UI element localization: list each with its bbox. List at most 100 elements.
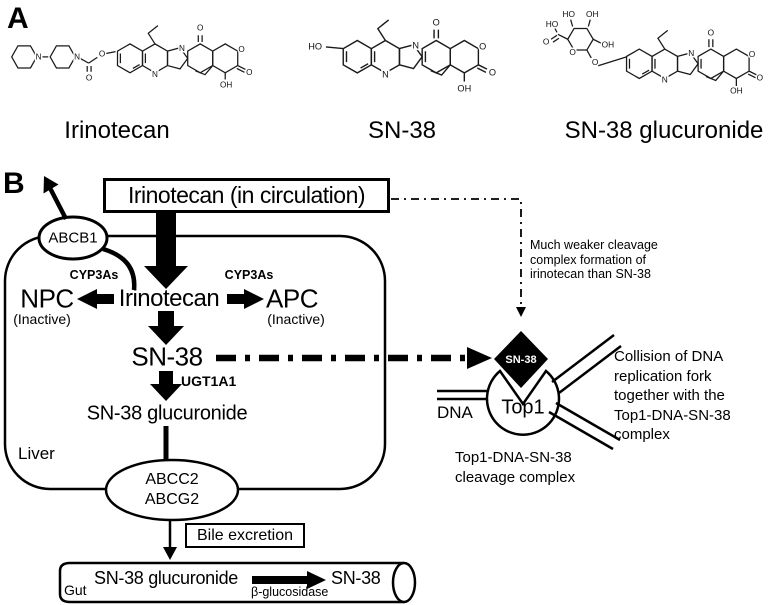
bile-excretion-box: Bile excretion <box>185 523 305 548</box>
atom-label: O <box>543 36 550 46</box>
irinotecan-to-abcb1-curve <box>102 246 137 291</box>
atom-label: HO <box>562 9 575 19</box>
atom-label: O <box>479 41 486 51</box>
atom-label: OH <box>586 9 599 19</box>
weak-note-line1: Much weaker cleavage <box>530 238 658 252</box>
atom-label: O <box>569 47 576 57</box>
irinotecan-to-apc-arrow <box>227 289 264 309</box>
weak-note-line3: irinotecan than SN-38 <box>530 267 651 281</box>
abcg2-label: ABCG2 <box>144 491 200 508</box>
panel-a-label: A <box>7 2 29 35</box>
irinotecan-liver-label: Irinotecan <box>118 285 220 312</box>
npc-label: NPC <box>20 283 74 314</box>
weak-note-line2: complex formation of <box>530 252 647 267</box>
atom-label: O <box>86 74 92 83</box>
abcb1-oval <box>37 215 109 261</box>
panel-b-label: B <box>3 167 25 200</box>
atom-label: O <box>197 24 203 33</box>
molecule-label-sn38-glucuronide: SN-38 glucuronide <box>564 117 764 144</box>
atom-label: HO <box>308 41 322 51</box>
top1-circle <box>485 369 561 436</box>
circulation-dashdot-arrowhead <box>516 307 526 317</box>
irinotecan-to-npc-arrow <box>77 289 114 309</box>
atom-label: O <box>99 50 105 59</box>
molecule-label-irinotecan: Irinotecan <box>64 117 170 144</box>
circulation-to-irinotecan-arrow <box>144 213 188 289</box>
dna-label: DNA <box>437 403 473 422</box>
atom-label: N <box>36 53 42 62</box>
abcb1-efflux-arrowhead <box>43 176 59 194</box>
gut-cylinder-body <box>58 561 404 604</box>
abcc2-label: ABCC2 <box>145 471 199 488</box>
apc-label: APC <box>266 283 318 314</box>
gut-sn38-glucuronide-label: SN-38 glucuronide <box>94 568 238 588</box>
atom-label: N <box>179 44 185 53</box>
weak-cleavage-note: Much weaker cleavage complex formation o… <box>530 238 658 282</box>
gut-sn38-label: SN-38 <box>331 568 381 588</box>
sn38-to-top1-arrowhead <box>467 347 492 369</box>
sn38-glucuronide-liver-label: SN-38 glucuronide <box>86 402 248 425</box>
sn38-liver-label: SN-38 <box>131 341 203 372</box>
sn38-diamond <box>494 331 548 388</box>
atom-label: OH <box>220 80 232 89</box>
abcc2-abcg2-oval <box>104 458 240 522</box>
atom-label: O <box>592 57 599 67</box>
collision-line1: Collision of DNA <box>614 348 724 365</box>
molecule-label-sn38: SN-38 <box>367 117 437 144</box>
abcb1-label: ABCB1 <box>48 229 98 247</box>
liver-label: Liver <box>18 444 55 463</box>
collision-note: Collision of DNA replication fork togeth… <box>614 347 731 445</box>
sn38-diamond-label: SN-38 <box>505 354 537 366</box>
cleavage-complex-caption: Top1-DNA-SN-38 cleavage complex <box>455 448 575 487</box>
fork-upper-line-2 <box>558 345 622 394</box>
bile-excretion-label: Bile excretion <box>196 526 294 544</box>
irinotecan-to-sn38-arrow <box>148 311 184 345</box>
circulation-dashdot-path <box>391 198 522 308</box>
atom-label: OH <box>730 85 743 95</box>
cyp3as-right-label: CYP3As <box>224 268 274 282</box>
atom-label: N <box>688 48 694 58</box>
glucosidase-arrow <box>252 571 326 589</box>
cleavage-caption-line2: cleavage complex <box>455 468 576 486</box>
atom-label: OH <box>602 39 615 49</box>
atom-label: N <box>74 53 80 62</box>
circulation-box-label: Irinotecan (in circulation) <box>127 182 366 208</box>
atom-label: O <box>708 28 715 38</box>
atom-label: HO <box>546 19 559 29</box>
atom-label: O <box>749 49 756 59</box>
collision-line2: replication fork <box>614 367 712 385</box>
collision-line3: together with the <box>614 387 725 404</box>
gut-label: Gut <box>64 582 87 598</box>
bile-arrowhead <box>163 547 177 560</box>
ugt1a1-label: UGT1A1 <box>181 373 237 389</box>
top1-label: Top1 <box>501 396 545 419</box>
atom-label: N <box>662 75 668 85</box>
atom-label: O <box>757 73 764 83</box>
atom-label: O <box>489 67 496 77</box>
atom-label: O <box>246 68 252 77</box>
cleavage-caption-line1: Top1-DNA-SN-38 <box>455 449 572 466</box>
npc-inactive-label: (Inactive) <box>13 311 71 327</box>
irinotecan-structure: N N O O N N O O O OH <box>10 22 254 91</box>
atom-label: OH <box>457 84 471 94</box>
atom-label: N <box>152 70 158 79</box>
cyp3as-left-label: CYP3As <box>69 268 119 282</box>
atom-label: N <box>412 40 419 50</box>
abcb1-efflux-arrow-shaft <box>48 186 68 221</box>
atom-label: O <box>238 45 244 54</box>
circulation-box: Irinotecan (in circulation) <box>103 178 390 213</box>
beta-glucosidase-label: β-glucosidase <box>251 585 329 599</box>
fork-upper-line-1 <box>551 334 615 383</box>
apc-inactive-label: (Inactive) <box>267 311 325 327</box>
collision-line5: complex <box>614 426 670 443</box>
gut-cylinder-cap <box>391 561 417 604</box>
atom-label: N <box>382 70 389 80</box>
collision-line4: Top1-DNA-SN-38 <box>614 406 731 424</box>
sn38-to-glucuronide-arrow <box>150 371 182 401</box>
fork-lower-line-1 <box>555 401 621 442</box>
fork-lower-line-2 <box>548 410 614 451</box>
